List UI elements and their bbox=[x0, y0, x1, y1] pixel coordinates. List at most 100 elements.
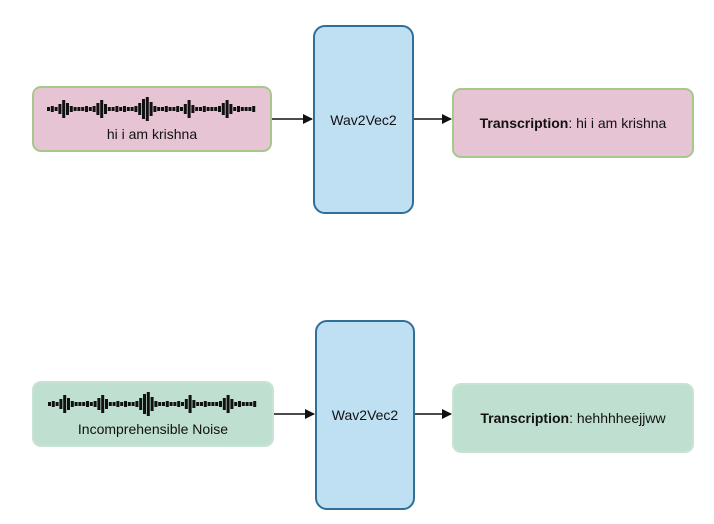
model-label: Wav2Vec2 bbox=[330, 111, 397, 128]
waveform-bar bbox=[149, 102, 153, 116]
model-box-wav2vec2-bottom: Wav2Vec2 bbox=[315, 320, 415, 510]
waveform-bar bbox=[135, 401, 139, 407]
waveform-bar bbox=[86, 401, 89, 407]
waveform-bar bbox=[96, 103, 100, 115]
waveform-bar bbox=[55, 402, 59, 406]
waveform-bar bbox=[78, 402, 82, 406]
waveform-bar bbox=[150, 397, 154, 411]
waveform-bar bbox=[200, 402, 203, 406]
waveform-bar bbox=[168, 107, 172, 111]
waveform-bar bbox=[97, 398, 101, 410]
waveform-bar bbox=[82, 402, 86, 406]
waveform-bar bbox=[177, 401, 181, 407]
waveform-bar bbox=[173, 402, 177, 406]
waveform-bar bbox=[69, 106, 73, 112]
waveform-bar bbox=[187, 100, 191, 118]
waveform-bar bbox=[233, 107, 237, 111]
waveform-bar bbox=[116, 401, 120, 407]
waveform-bar bbox=[131, 402, 135, 406]
input-audio-box-noise: Incomprehensible Noise bbox=[32, 381, 274, 447]
waveform-bar bbox=[215, 402, 219, 406]
waveform-bar bbox=[180, 107, 183, 111]
waveform-bar bbox=[112, 402, 116, 406]
waveform-bar bbox=[58, 104, 62, 114]
waveform-bar bbox=[143, 394, 146, 414]
waveform-bar bbox=[85, 106, 88, 112]
waveform-bar bbox=[162, 402, 165, 406]
waveform-bar bbox=[211, 402, 215, 406]
waveform-bar bbox=[207, 402, 211, 406]
waveform-bar bbox=[206, 107, 210, 111]
waveform-bar bbox=[104, 104, 107, 114]
waveform-bar bbox=[240, 107, 244, 111]
waveform-bar bbox=[241, 402, 245, 406]
waveform-bar bbox=[127, 402, 131, 406]
waveform-bar bbox=[153, 106, 157, 112]
output-separator: : bbox=[568, 115, 573, 131]
waveform-bar bbox=[62, 100, 66, 118]
waveform-bar bbox=[157, 107, 161, 111]
waveform-bar bbox=[48, 402, 51, 406]
waveform-bar bbox=[120, 402, 124, 406]
output-separator: : bbox=[569, 410, 573, 426]
output-box-transcription-clean: Transcription: hi i am krishna bbox=[452, 88, 694, 158]
waveform-bar bbox=[199, 107, 202, 111]
input-label: hi i am krishna bbox=[106, 126, 198, 142]
waveform-bar bbox=[51, 401, 55, 407]
waveform-bar bbox=[77, 107, 81, 111]
waveform-bar bbox=[154, 401, 158, 407]
output-key: Transcription bbox=[479, 115, 569, 131]
waveform-bar bbox=[196, 402, 200, 406]
waveform-bar bbox=[252, 106, 256, 112]
output-box-transcription-noise: Transcription: hehhhheejjww bbox=[452, 383, 694, 453]
waveform-bar bbox=[169, 402, 173, 406]
output-value: hi i am krishna bbox=[572, 115, 667, 131]
waveform-bar bbox=[221, 103, 225, 115]
waveform-bar bbox=[130, 107, 134, 111]
waveform-bar bbox=[59, 399, 63, 409]
waveform-bar bbox=[100, 100, 104, 118]
waveform-bar bbox=[244, 107, 248, 111]
waveform-bar bbox=[226, 395, 230, 413]
waveform-bar bbox=[70, 401, 74, 407]
waveform-bar bbox=[161, 107, 164, 111]
waveform-bar bbox=[181, 402, 184, 406]
waveform-bar bbox=[142, 99, 145, 119]
waveform-bar bbox=[234, 402, 238, 406]
waveform-bar bbox=[138, 103, 142, 115]
waveform-bar bbox=[230, 399, 234, 409]
waveform-bar bbox=[245, 402, 249, 406]
waveform-bar bbox=[172, 107, 176, 111]
input-label: Incomprehensible Noise bbox=[77, 421, 229, 437]
waveform-bar bbox=[145, 97, 149, 121]
waveform-bar bbox=[88, 107, 92, 111]
waveform-bar bbox=[81, 107, 85, 111]
model-label: Wav2Vec2 bbox=[331, 407, 399, 423]
waveform-bar bbox=[66, 103, 69, 115]
waveform-bar bbox=[218, 106, 221, 112]
waveform-bar bbox=[203, 401, 207, 407]
waveform-bar bbox=[192, 400, 196, 408]
waveform-bar bbox=[67, 398, 70, 410]
waveform-bar bbox=[248, 107, 252, 111]
waveform-bar bbox=[101, 395, 105, 413]
output-value: hehhhheejjww bbox=[572, 410, 666, 426]
waveform-bar bbox=[107, 107, 111, 111]
audio-waveform-icon bbox=[47, 97, 256, 121]
waveform-bar bbox=[73, 107, 77, 111]
waveform-bar bbox=[176, 106, 180, 112]
waveform-bar bbox=[238, 401, 241, 407]
waveform-bar bbox=[50, 106, 54, 112]
waveform-bar bbox=[146, 392, 150, 416]
waveform-bar bbox=[92, 106, 96, 112]
waveform-bar bbox=[237, 106, 240, 112]
waveform-bar bbox=[111, 107, 115, 111]
waveform-bar bbox=[229, 104, 233, 114]
waveform-bar bbox=[74, 402, 78, 406]
waveform-bar bbox=[134, 106, 138, 112]
waveform-bar bbox=[115, 106, 119, 112]
waveform-bar bbox=[165, 401, 169, 407]
waveform-bar bbox=[126, 107, 130, 111]
waveform-bar bbox=[188, 395, 192, 413]
